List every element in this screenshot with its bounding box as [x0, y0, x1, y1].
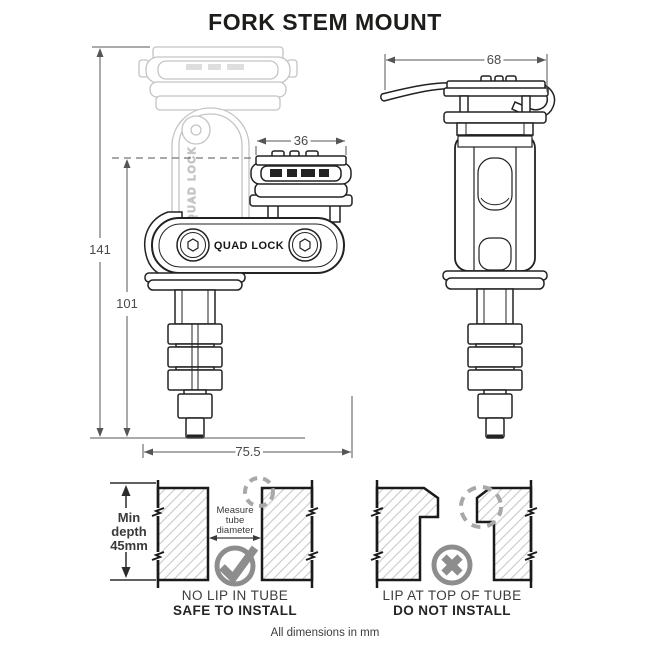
front-view-drawing: QUAD LOCK [86, 46, 353, 462]
side-stem-insert [442, 270, 548, 439]
dim-overall-width: 75.5 [235, 444, 260, 459]
measure-line3: diameter [217, 525, 254, 536]
dim-folded-height: 101 [116, 296, 138, 311]
min-depth-line2: depth [111, 524, 146, 539]
lipped-tube-wall-right [475, 486, 533, 582]
side-spring-body [454, 134, 536, 272]
dim-total-height: 141 [89, 242, 111, 257]
install-guide-unsafe: LIP AT TOP OF TUBE DO NOT INSTALL [370, 480, 538, 618]
front-mount-head [249, 150, 353, 223]
tube-wall-right [260, 486, 314, 582]
side-view-drawing: 68 [380, 49, 556, 439]
measure-line2: tube [226, 515, 245, 526]
measure-diameter-annotation: Measure tube diameter [209, 505, 261, 541]
x-icon [431, 544, 473, 586]
highlight-dashed-circle [243, 476, 275, 508]
side-mount-body [380, 75, 556, 439]
safe-caption-line2: SAFE TO INSTALL [173, 603, 297, 618]
arm-brand-label: QUAD LOCK [214, 240, 284, 252]
footer-note: All dimensions in mm [271, 627, 380, 639]
measure-line1: Measure [217, 505, 254, 516]
safe-caption-line1: NO LIP IN TUBE [182, 588, 288, 603]
install-guide-safe: Min depth 45mm Measure tube diameter NO … [110, 476, 319, 618]
min-depth-line3: 45mm [110, 538, 148, 553]
min-depth-line1: Min [118, 510, 140, 525]
front-stem-insert [144, 272, 246, 439]
dim-side-head-width: 68 [487, 52, 501, 67]
check-icon [214, 545, 259, 587]
min-depth-dimension: Min depth 45mm [110, 482, 156, 581]
ghost-brand-label: QUAD LOCK [187, 146, 198, 223]
unsafe-caption-line1: LIP AT TOP OF TUBE [382, 588, 521, 603]
tube-wall-left [156, 486, 210, 582]
front-dimensions: 141 101 36 75.5 [86, 46, 353, 462]
lever-arm [380, 82, 453, 102]
break-marks [370, 507, 538, 561]
page-title: FORK STEM MOUNT [208, 9, 442, 35]
unsafe-caption-line2: DO NOT INSTALL [393, 603, 511, 618]
front-arm: QUAD LOCK [151, 217, 345, 274]
side-mount-head [443, 75, 549, 136]
side-dimensions: 68 [384, 49, 548, 92]
lip-highlight-dashed-circle [459, 485, 503, 529]
dim-head-width: 36 [294, 133, 308, 148]
lipped-tube-wall-left [375, 486, 440, 582]
break-marks [151, 507, 319, 561]
front-mount-body: QUAD LOCK [143, 150, 353, 439]
